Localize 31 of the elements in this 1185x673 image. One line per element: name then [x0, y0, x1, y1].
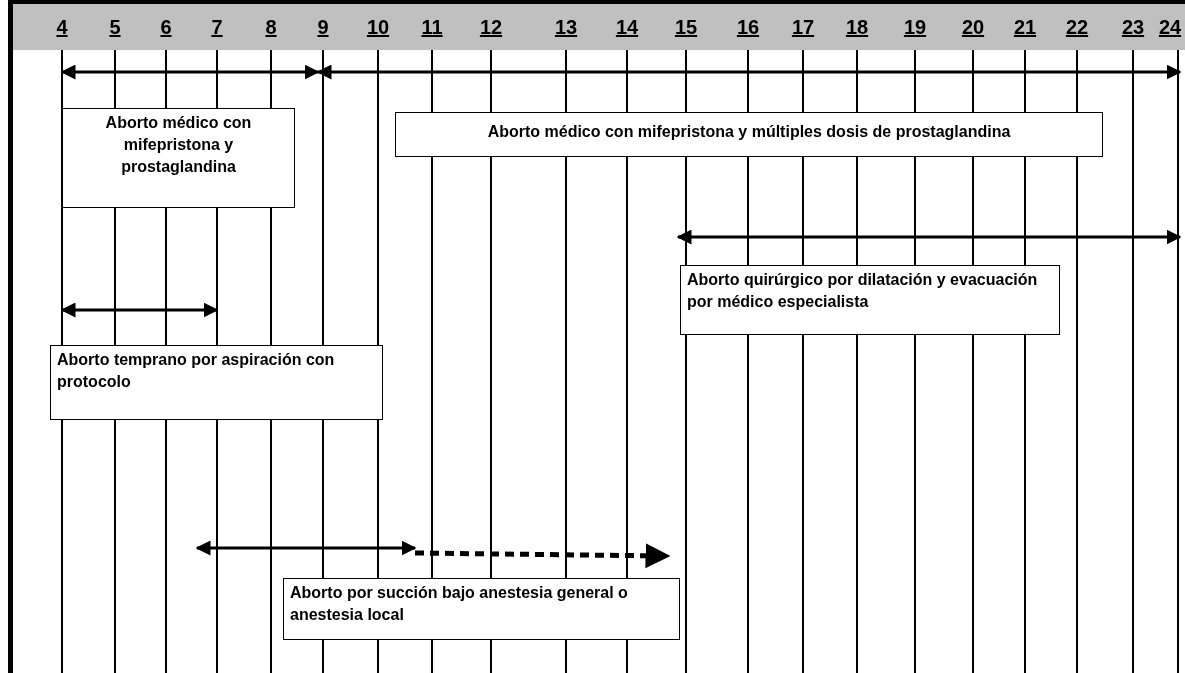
week-number: 17 [791, 16, 815, 39]
method-box [395, 112, 1103, 157]
week-number: 18 [845, 16, 869, 39]
week-number: 5 [109, 16, 121, 39]
week-number: 4 [56, 16, 68, 39]
week-number: 9 [317, 16, 329, 39]
week-number: 8 [265, 16, 277, 39]
method-text: Aborto quirúrgico por dilatación y evacuación por médico especialista [687, 270, 1039, 312]
method-box [50, 345, 383, 420]
week-number: 20 [961, 16, 985, 39]
week-number: 10 [366, 16, 390, 39]
week-number: 6 [160, 16, 172, 39]
week-number: 14 [615, 16, 639, 39]
week-number: 15 [674, 16, 698, 39]
week-number: 21 [1013, 16, 1037, 39]
method-box [283, 578, 680, 640]
week-number: 11 [421, 16, 443, 39]
method-box [680, 265, 1060, 335]
week-number: 23 [1121, 16, 1145, 39]
week-number: 13 [554, 16, 578, 39]
method-text: Aborto médico con mifepristona y prostaglandina [104, 113, 253, 177]
method-box [62, 108, 295, 208]
method-text: Aborto médico con mifepristona y múltiples dosis de prostaglandina [486, 122, 1012, 142]
method-text: Aborto por succión bajo anestesia general o anestesia local [290, 583, 629, 625]
week-number: 22 [1065, 16, 1089, 39]
week-number: 24 [1158, 16, 1182, 39]
method-text: Aborto temprano por aspiración con protocolo [57, 350, 336, 392]
week-number: 12 [479, 16, 503, 39]
week-number: 16 [736, 16, 760, 39]
week-number: 19 [903, 16, 927, 39]
week-number: 7 [211, 16, 223, 39]
